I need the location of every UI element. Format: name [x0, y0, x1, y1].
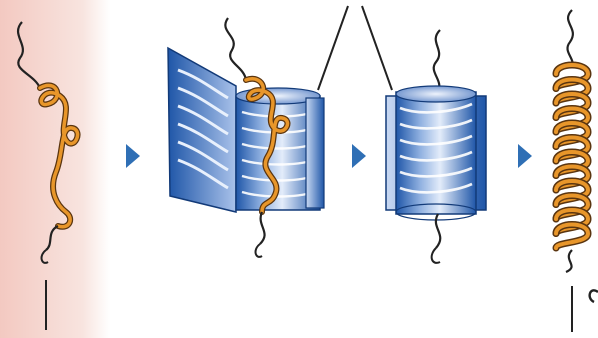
folded-helix	[552, 9, 598, 332]
chain-end-hook	[40, 249, 49, 264]
arrow-right-icon	[126, 144, 140, 168]
arrow-right-icon	[518, 144, 532, 168]
arrow-right-icon	[352, 144, 366, 168]
helix-turn	[554, 222, 591, 250]
helix-coils	[552, 61, 592, 252]
zoom-connector-lines	[317, 5, 393, 91]
open-chaperonin	[167, 17, 325, 258]
partial-chain-edge	[588, 289, 598, 304]
closed-chaperonin	[385, 29, 487, 264]
unfolded-chain	[16, 21, 81, 330]
